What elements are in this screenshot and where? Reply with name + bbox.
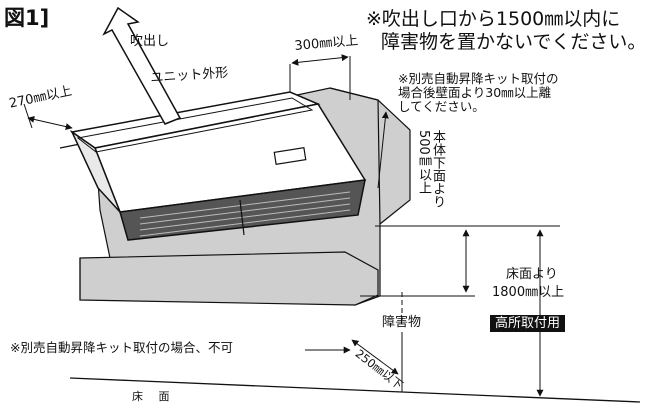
floor-height-line2: 1800㎜以上 (492, 285, 565, 300)
indoor-unit (70, 91, 367, 241)
blowout-label: 吹出し (130, 34, 170, 49)
lift-kit-back-wall-note: ※別売自動昇降キット取付の 場合後壁面より30㎜以上離 してください。 (398, 71, 559, 114)
top-louver (76, 97, 314, 153)
blowout-clearance-note-line1: ※吹出し口から1500㎜以内に (366, 8, 621, 30)
below-body-dimension: 本体下面より 500㎜以上 (416, 130, 445, 208)
floor-label: 床 面 (132, 390, 176, 403)
floor-height-line1: 床面より (506, 267, 558, 282)
obstacle-block (79, 251, 379, 306)
blowout-clearance-note-line2: 障害物を置かないでください。 (381, 31, 647, 53)
blowout-arrow (102, 6, 182, 125)
high-mount-badge: 高所取付用 (490, 315, 566, 332)
figure-label: 図1] (4, 6, 50, 30)
floor-line (69, 377, 641, 403)
lift-kit-not-allowed-note: ※別売自動昇降キット取付の場合、不可 (10, 340, 233, 355)
obstacle-label: 障害物 (382, 315, 422, 330)
unit-display (273, 147, 307, 165)
